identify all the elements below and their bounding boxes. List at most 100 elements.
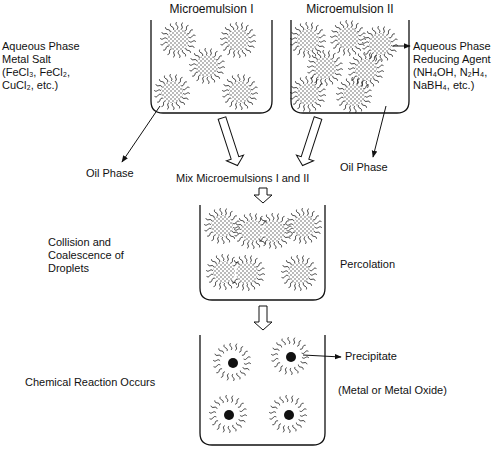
surfactant-tail (271, 354, 278, 355)
surfactant-tail (298, 365, 303, 370)
droplet-core (227, 29, 249, 51)
surfactant-tail (274, 363, 280, 367)
surfactant-tail (372, 55, 376, 61)
surfactant-tail (337, 47, 341, 53)
surfactant-tail (333, 76, 338, 81)
surfactant-tail (251, 283, 254, 289)
block-arrow (294, 115, 327, 168)
surfactant-tail (308, 51, 310, 58)
surfactant-tail (175, 75, 177, 82)
surfactant-tail (220, 208, 222, 215)
surfactant-tail (290, 38, 297, 39)
surfactant-tail (270, 417, 277, 420)
surfactant-tail (219, 348, 224, 353)
surfactant-tail (181, 82, 187, 86)
surfactant-tail (286, 395, 288, 402)
surfactant-tail (221, 42, 228, 45)
surfactant-tail (256, 263, 262, 267)
surfactant-tail (282, 275, 289, 278)
surfactant-tail (213, 360, 220, 361)
annotation-label: Collision and Coalescence of Droplets (48, 236, 140, 275)
surfactant-tail (245, 255, 247, 262)
droplet-core (293, 215, 315, 237)
surfactant-tail (219, 283, 221, 290)
surfactant-tail (236, 282, 240, 288)
surfactant-tail (329, 78, 332, 84)
surfactant-tail (230, 257, 234, 263)
panel-heading: Microemulsion I (150, 2, 273, 16)
surfactant-tail (357, 78, 359, 85)
surfactant-tail (250, 256, 252, 263)
droplets (290, 20, 398, 113)
surfactant-tail (348, 68, 355, 69)
surfactant-tail (295, 399, 299, 405)
annotation-label: Aqueous Phase Reducing Agent (NH₄OH, N₂H… (413, 40, 496, 92)
surfactant-tail (164, 76, 167, 82)
panel-heading: Microemulsion II (290, 2, 410, 16)
surfactant-tail (286, 260, 291, 265)
surfactant-tail (293, 338, 295, 345)
surfactant-tail (165, 27, 170, 32)
surfactant-tail (194, 53, 199, 58)
surfactant-tail (335, 25, 340, 30)
surfactant-tail (221, 372, 225, 378)
surfactant-tail (184, 25, 188, 31)
surfactant-tail (269, 412, 276, 413)
surfactant-tail (302, 351, 309, 354)
surfactant-tail (353, 57, 358, 62)
surfactant-tail (288, 426, 290, 433)
surfactant-tail (383, 27, 385, 34)
surfactant-tail (222, 90, 229, 91)
droplet-core (229, 81, 251, 103)
annotation-label: Mix Microemulsions I and II (176, 172, 309, 185)
surfactant-tail (352, 77, 354, 84)
precipitate-particle (284, 410, 294, 420)
surfactant-tail (206, 218, 212, 221)
annotation-label: Precipitate (345, 350, 397, 363)
surfactant-tail (250, 213, 252, 220)
surfactant-tail (230, 343, 232, 350)
surfactant-tail (173, 51, 175, 58)
surfactant-tail (291, 42, 298, 45)
droplet-core (196, 55, 218, 77)
surfactant-tail (306, 76, 308, 83)
surfactant-tail (281, 271, 288, 272)
surfactant-tail (249, 41, 256, 42)
surfactant-tail (299, 284, 301, 291)
surfactant-tail (191, 58, 197, 61)
surfactant-tail (243, 75, 245, 82)
surfactant-tail (311, 77, 313, 84)
surfactant-tail (204, 224, 211, 225)
surfactant-tail (343, 104, 347, 110)
surfactant-tail (227, 79, 232, 84)
surfactant-tail (261, 218, 266, 223)
surfactant-tail (167, 103, 169, 110)
surfactant-tail (225, 27, 230, 32)
surfactant-tail (220, 397, 223, 403)
surfactant-tail (207, 232, 213, 236)
surfactant-tail (237, 373, 240, 379)
surfactant-tail (244, 25, 248, 31)
droplet-core (297, 83, 319, 105)
leader-arrow (393, 46, 410, 47)
surfactant-tail (349, 106, 351, 113)
surfactant-tail (359, 39, 366, 40)
surfactant-tail (163, 46, 169, 50)
surfactant-tail (157, 98, 163, 102)
surfactant-tail (176, 22, 178, 29)
surfactant-tail (386, 29, 390, 35)
surfactant-tail (349, 72, 356, 75)
surfactant-tail (282, 339, 285, 345)
surfactant-tail (307, 281, 312, 286)
surfactant-tail (346, 20, 348, 27)
surfactant-tail (348, 49, 350, 56)
block-arrow (254, 188, 272, 203)
surfactant-tail (285, 232, 292, 233)
surfactant-tail (319, 41, 326, 42)
surfactant-tail (162, 32, 168, 35)
surfactant-tail (233, 227, 240, 228)
surfactant-tail (272, 359, 279, 362)
surfactant-tail (240, 415, 247, 416)
surfactant-tail (216, 56, 222, 60)
surfactant-tail (209, 412, 216, 413)
